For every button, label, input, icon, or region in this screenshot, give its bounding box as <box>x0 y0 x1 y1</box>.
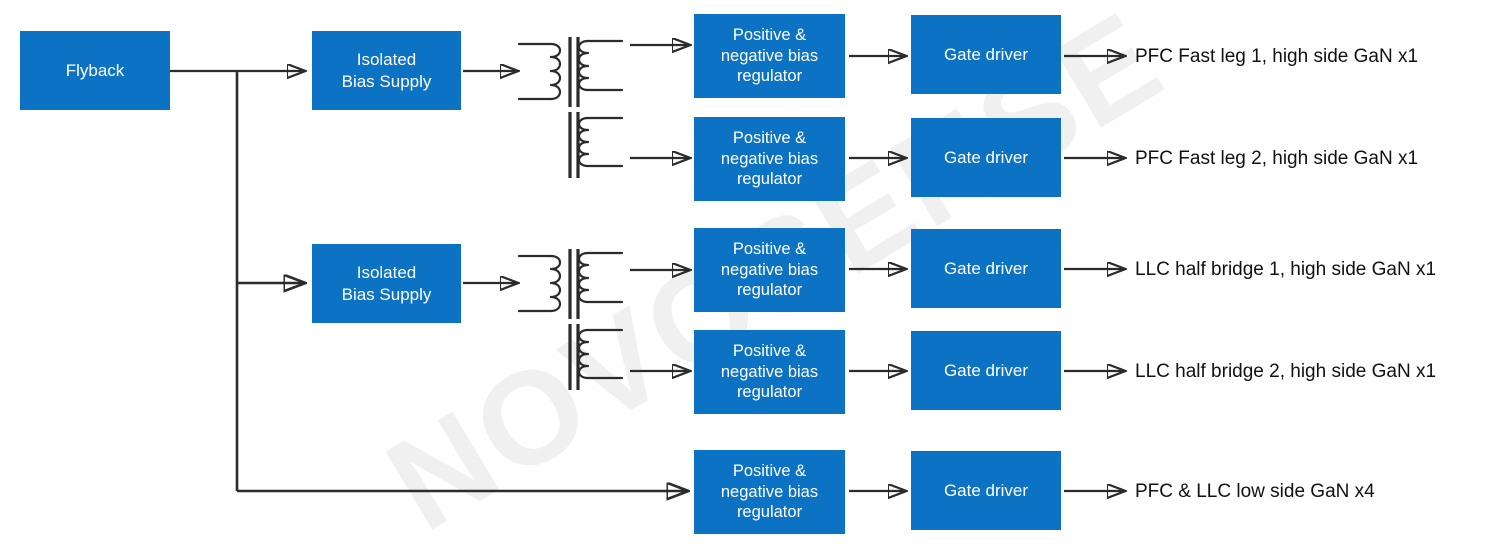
block-gate-driver-row-4[interactable]: Gate driver <box>911 331 1061 410</box>
block-regulator-row-1[interactable]: Positive & negative bias regulator <box>694 14 845 98</box>
gate-driver-3-label: Gate driver <box>943 258 1029 278</box>
block-regulator-row-5[interactable]: Positive & negative bias regulator <box>694 450 845 534</box>
block-flyback-label: Flyback <box>65 60 125 80</box>
transformer-symbol-2 <box>517 249 624 319</box>
regulator-3-line-3: regulator <box>736 281 803 300</box>
regulator-5-line-2: negative bias <box>720 482 819 501</box>
block-gate-driver-row-5[interactable]: Gate driver <box>911 451 1061 530</box>
gate-driver-1-label: Gate driver <box>943 44 1029 64</box>
regulator-3-line-1: Positive & <box>732 240 807 259</box>
transformer-symbol-1-secondary-b <box>568 112 624 178</box>
block-isolated-bias-supply-2[interactable]: Isolated Bias Supply <box>312 244 461 323</box>
gate-driver-5-label: Gate driver <box>943 480 1029 500</box>
ibs1-line-2: Bias Supply <box>341 71 432 91</box>
output-label-row-2: PFC Fast leg 2, high side GaN x1 <box>1135 148 1419 169</box>
regulator-2-line-2: negative bias <box>720 149 819 168</box>
regulator-2-line-1: Positive & <box>732 129 807 148</box>
block-regulator-row-2[interactable]: Positive & negative bias regulator <box>694 117 845 201</box>
regulator-2-line-3: regulator <box>736 170 803 189</box>
block-gate-driver-row-3[interactable]: Gate driver <box>911 229 1061 308</box>
block-isolated-bias-supply-1[interactable]: Isolated Bias Supply <box>312 31 461 110</box>
output-label-row-3: LLC half bridge 1, high side GaN x1 <box>1135 259 1437 280</box>
output-label-row-5: PFC & LLC low side GaN x4 <box>1135 481 1375 502</box>
ibs1-line-1: Isolated <box>356 50 417 70</box>
regulator-4-line-3: regulator <box>736 383 803 402</box>
gate-driver-4-label: Gate driver <box>943 360 1029 380</box>
transformer-symbol-2-secondary-b <box>568 324 624 390</box>
regulator-1-line-3: regulator <box>736 67 803 86</box>
block-flyback[interactable]: Flyback <box>20 31 170 110</box>
ibs2-line-1: Isolated <box>356 263 417 283</box>
block-regulator-row-4[interactable]: Positive & negative bias regulator <box>694 330 845 414</box>
regulator-3-line-2: negative bias <box>720 260 819 279</box>
output-label-row-4: LLC half bridge 2, high side GaN x1 <box>1135 361 1437 382</box>
block-regulator-row-3[interactable]: Positive & negative bias regulator <box>694 228 845 312</box>
transformer-symbol-1 <box>517 37 624 107</box>
regulator-5-line-3: regulator <box>736 503 803 522</box>
regulator-1-line-2: negative bias <box>720 46 819 65</box>
regulator-5-line-1: Positive & <box>732 462 807 481</box>
regulator-1-line-1: Positive & <box>732 26 807 45</box>
ibs2-line-2: Bias Supply <box>341 284 432 304</box>
block-gate-driver-row-2[interactable]: Gate driver <box>911 118 1061 197</box>
gate-driver-2-label: Gate driver <box>943 147 1029 167</box>
distribution-bus <box>235 71 688 491</box>
regulator-4-line-1: Positive & <box>732 342 807 361</box>
output-label-row-1: PFC Fast leg 1, high side GaN x1 <box>1135 46 1419 67</box>
regulator-4-line-2: negative bias <box>720 362 819 381</box>
block-gate-driver-row-1[interactable]: Gate driver <box>911 15 1061 94</box>
